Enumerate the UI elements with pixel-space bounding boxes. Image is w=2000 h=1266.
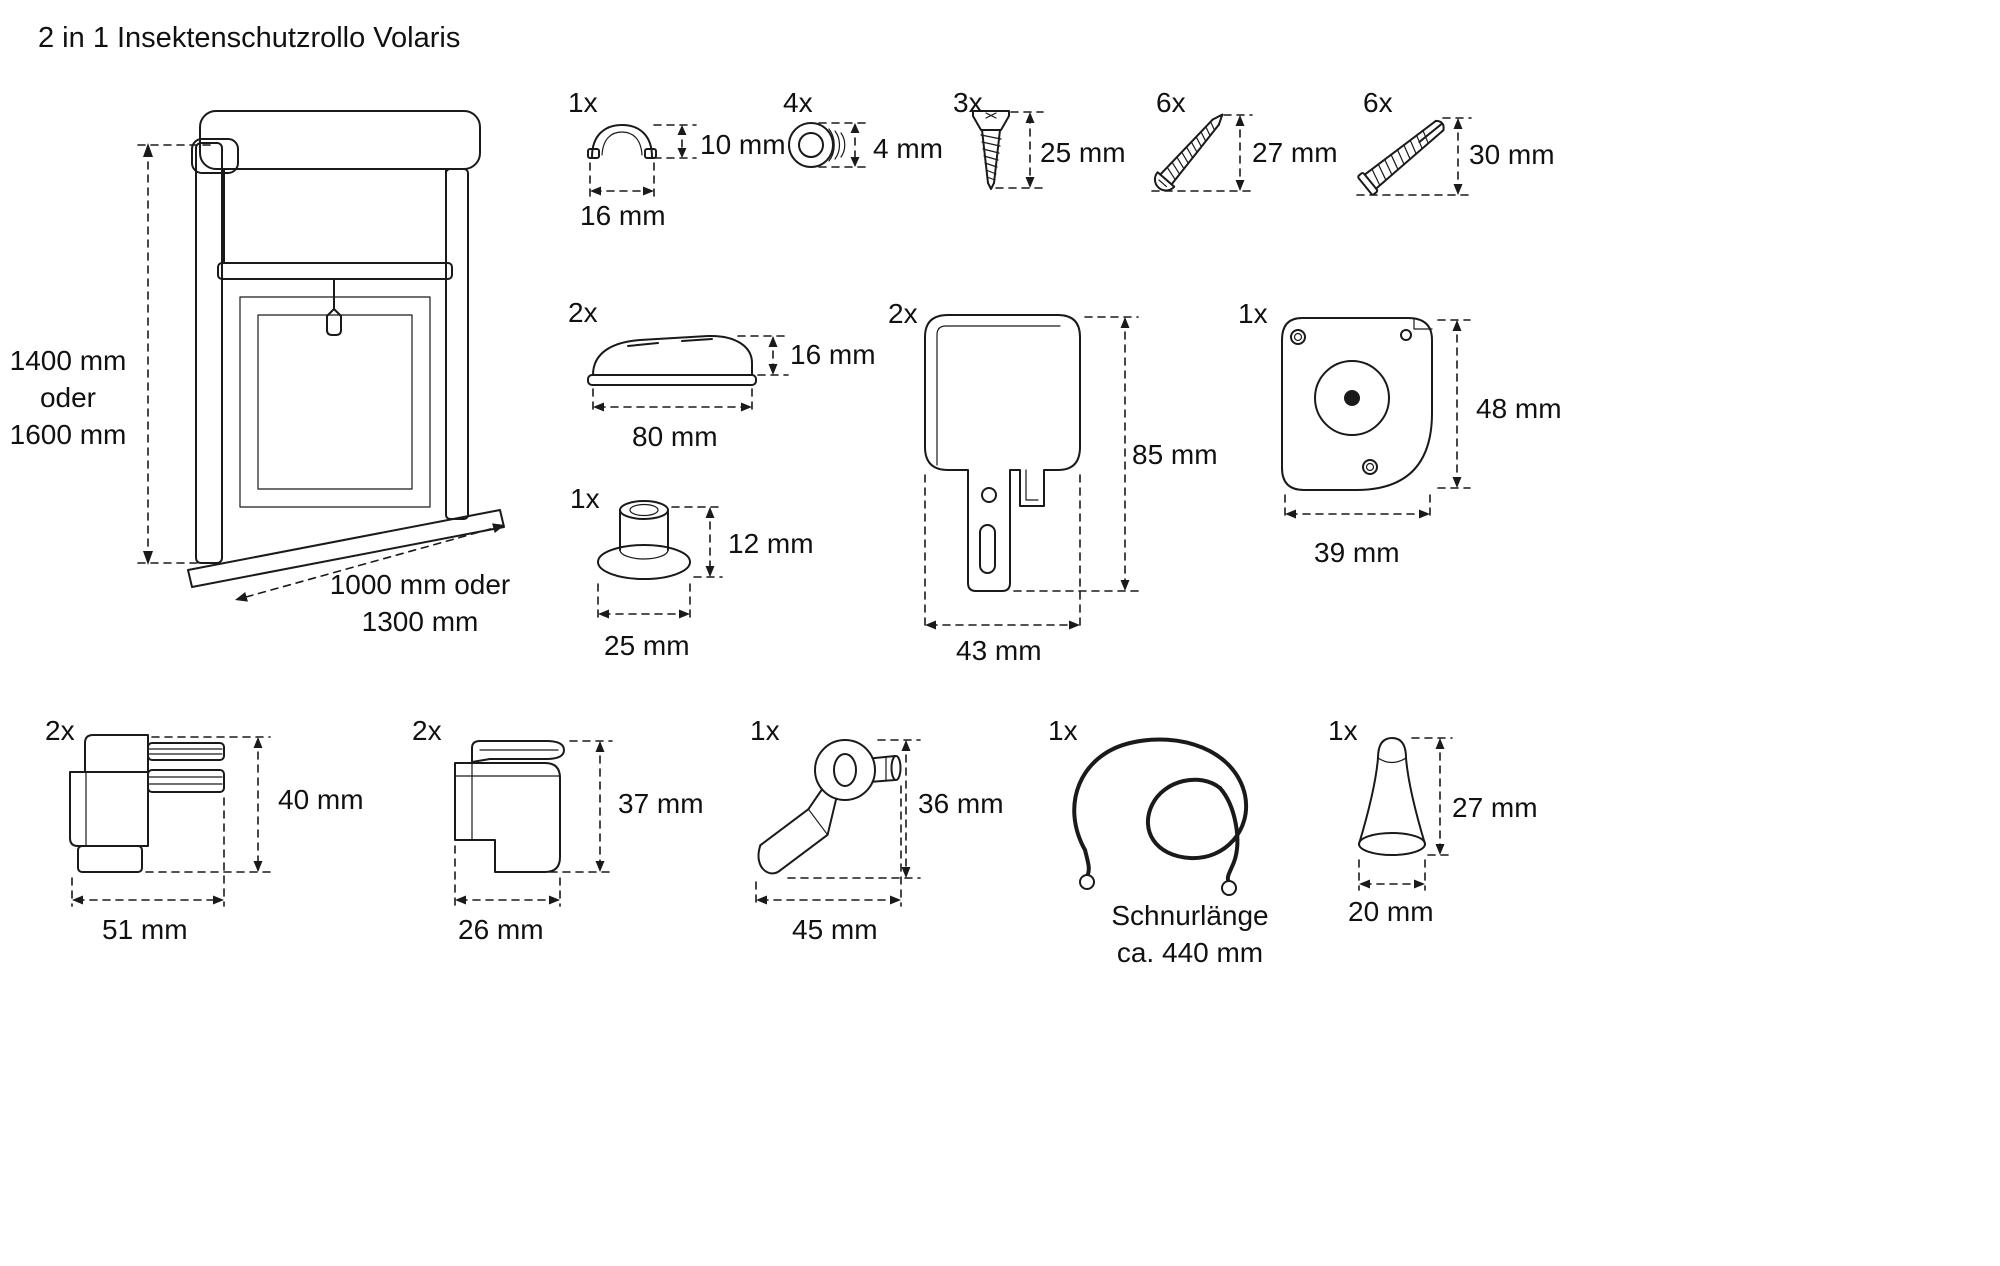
cord-drawing — [1072, 737, 1249, 896]
cone-cap-drawing — [1358, 737, 1453, 891]
quantity-label: 1x — [1328, 715, 1358, 746]
corner-bracket-drawing — [69, 734, 271, 907]
part-cord: 1x Schnurlänge ca. 440 mm — [1040, 710, 1340, 970]
dimension-label: 51 mm — [102, 914, 188, 945]
quantity-label: 2x — [412, 715, 442, 746]
part-screw-flat: 3x 25 mm — [945, 85, 1145, 215]
part-grommet: 1x 12 mm 25 mm — [560, 480, 840, 670]
quantity-label: 2x — [568, 297, 598, 328]
side-plate-drawing — [1281, 317, 1471, 521]
dimension-label: 36 mm — [918, 788, 1004, 819]
window-assembly-drawing — [137, 110, 505, 602]
mount-bracket-drawing — [924, 314, 1139, 632]
quantity-label: 1x — [568, 87, 598, 118]
dimension-label: 20 mm — [1348, 896, 1434, 927]
window-height-dimension: 1400 mm oder 1600 mm — [9, 345, 127, 450]
dimension-label: 26 mm — [458, 914, 544, 945]
dimension-label: 10 mm — [700, 129, 786, 160]
dimension-label: 48 mm — [1476, 393, 1562, 424]
dimension-label: 30 mm — [1469, 139, 1555, 170]
part-wall-anchor: 6x 30 mm — [1355, 85, 1575, 215]
quantity-label: 4x — [783, 87, 813, 118]
quantity-label: 1x — [1048, 715, 1078, 746]
part-corner-bracket: 2x 40 mm 51 mm — [30, 710, 380, 960]
part-side-plate: 1x 48 mm 39 mm — [1230, 295, 1570, 585]
part-end-cap: 2x 16 mm 80 mm — [560, 295, 890, 460]
quantity-label: 1x — [570, 483, 600, 514]
end-cap-drawing — [587, 334, 789, 414]
window-width-dimension: 1000 mm oder 1300 mm — [329, 569, 511, 637]
quantity-label: 1x — [1238, 298, 1268, 329]
cap-clip-drawing — [587, 124, 697, 198]
quantity-label: 2x — [888, 298, 918, 329]
window-assembly: 1400 mm oder 1600 mm 1000 mm oder 1300 m… — [0, 55, 560, 655]
dimension-label: 12 mm — [728, 528, 814, 559]
dimension-label: 16 mm — [580, 200, 666, 231]
dimension-label: 80 mm — [632, 421, 718, 452]
part-screw-pan: 6x — [1148, 85, 1358, 215]
dimension-label: 85 mm — [1132, 439, 1218, 470]
dimension-label: 25 mm — [1040, 137, 1126, 168]
cord-length-label: Schnurlänge ca. 440 mm — [1111, 900, 1269, 968]
dimension-label: 45 mm — [792, 914, 878, 945]
dimension-label: 25 mm — [604, 630, 690, 661]
crank-handle-drawing — [755, 739, 921, 907]
dimension-label: 37 mm — [618, 788, 704, 819]
dimension-label: 43 mm — [956, 635, 1042, 666]
quantity-label: 6x — [1156, 87, 1186, 118]
quantity-label: 3x — [953, 87, 983, 118]
part-mount-bracket: 2x 85 mm 43 mm — [880, 295, 1230, 675]
plug-drawing — [788, 122, 868, 168]
dimension-label: 27 mm — [1452, 792, 1538, 823]
quantity-label: 6x — [1363, 87, 1393, 118]
screw-pan-drawing — [1151, 113, 1253, 192]
dimension-label: 4 mm — [873, 133, 943, 164]
wall-anchor-drawing — [1356, 117, 1472, 196]
quantity-label: 1x — [750, 715, 780, 746]
part-clamp-bracket: 2x 37 mm 26 mm — [400, 710, 720, 960]
grommet-drawing — [597, 500, 723, 621]
dimension-label: 40 mm — [278, 784, 364, 815]
dimension-label: 39 mm — [1314, 537, 1400, 568]
part-crank-handle: 1x 36 mm 45 mm — [740, 710, 1050, 960]
quantity-label: 2x — [45, 715, 75, 746]
page-title: 2 in 1 Insektenschutzrollo Volaris — [38, 22, 461, 54]
part-cap-clip: 1x 10 mm 16 mm — [560, 85, 790, 245]
screw-flat-drawing — [972, 110, 1044, 190]
part-cone-cap: 1x 27 mm 20 mm — [1320, 710, 1580, 940]
part-plug: 4x 4 mm — [775, 85, 965, 195]
dimension-label: 27 mm — [1252, 137, 1338, 168]
dimension-label: 16 mm — [790, 339, 876, 370]
clamp-bracket-drawing — [454, 740, 613, 907]
